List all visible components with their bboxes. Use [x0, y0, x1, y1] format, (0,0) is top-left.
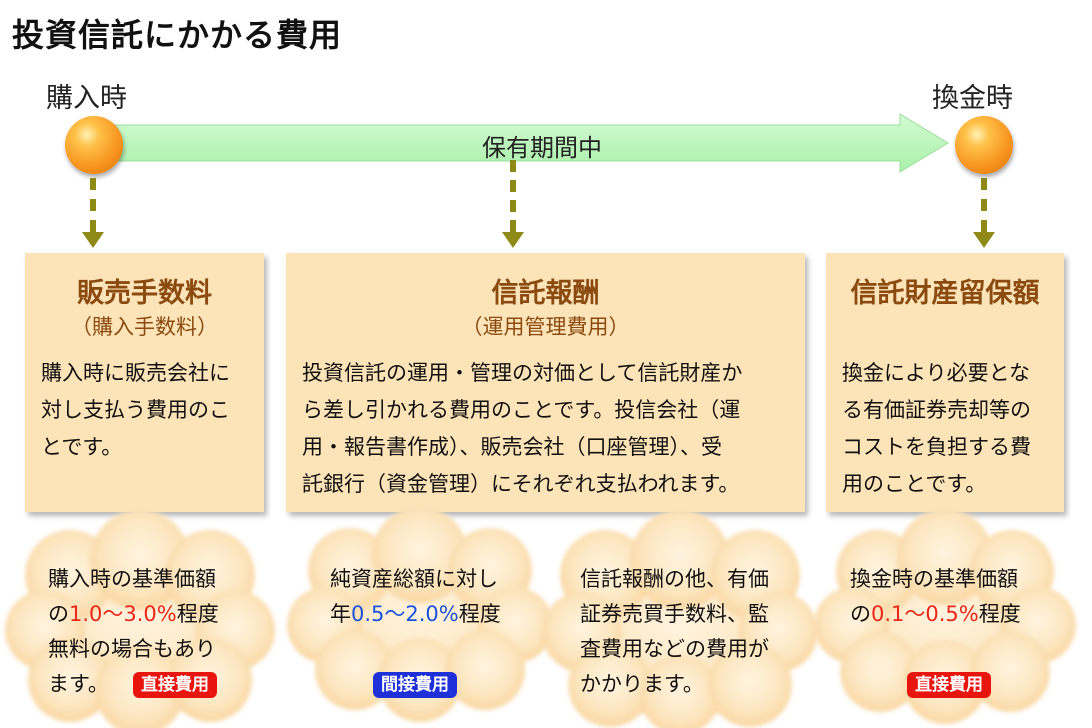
cloud-purchase — [5, 510, 275, 728]
cloud-text-suffix: 程度 — [458, 602, 501, 626]
arrow-down-icon — [973, 232, 995, 248]
arrow-down-icon — [502, 232, 524, 248]
cloud-other — [542, 510, 818, 728]
cloud-line: の0.1〜0.5%程度 — [850, 597, 1050, 632]
direct-cost-badge: 直接費用 — [133, 672, 217, 698]
cloud-line: の1.0〜3.0%程度 — [48, 597, 248, 632]
trust-fee-subtitle: （運用管理費用） — [461, 315, 630, 339]
sales-fee-line: 対し支払う費用のこ — [41, 398, 230, 422]
cloud-text-prefix: 年 — [330, 602, 351, 626]
cloud-line: 換金時の基準価額 — [850, 567, 1018, 591]
page-title: 投資信託にかかる費用 — [12, 16, 343, 54]
dashed-connector-trust — [510, 160, 516, 232]
sales-fee-description: 購入時に販売会社に 対し支払う費用のこ とです。 — [41, 355, 256, 466]
retention-title: 信託財産留保額 — [850, 278, 1040, 309]
cloud-line: 購入時の基準価額 — [48, 567, 216, 591]
cloud-redemption-text: 換金時の基準価額 の0.1〜0.5%程度 — [850, 562, 1050, 632]
cloud-text-prefix: の — [850, 602, 871, 626]
retention-box: 信託財産留保額 換金により必要とな る有価証券売却等の コストを負担する費 用の… — [826, 253, 1064, 512]
sales-fee-line: とです。 — [41, 435, 123, 459]
phase-label-redemption: 換金時 — [932, 83, 1013, 114]
cloud-trust — [287, 507, 553, 722]
arrow-down-icon — [82, 232, 104, 248]
dashed-connector-retention — [981, 178, 987, 232]
cloud-text-suffix: 程度 — [176, 602, 219, 626]
trust-fee-line: 投資信託の運用・管理の対価として信託財産か — [302, 361, 743, 385]
cloud-line: ます。 — [48, 672, 109, 696]
cloud-line: 証券売買手数料、監 — [580, 602, 769, 626]
trust-fee-line: 託銀行（資金管理）にそれぞれ支払われます。 — [302, 472, 740, 496]
fee-range-red: 1.0〜3.0% — [69, 602, 177, 626]
redemption-point-circle — [955, 116, 1013, 174]
sales-fee-line: 購入時に販売会社に — [41, 361, 230, 385]
retention-description: 換金により必要とな る有価証券売却等の コストを負担する費 用のことです。 — [842, 355, 1057, 503]
trust-fee-line: 用・報告書作成）、販売会社（口座管理）、受 — [302, 435, 722, 459]
trust-fee-line: ら差し引かれる費用のことです。投信会社（運 — [302, 398, 741, 422]
cloud-line: 信託報酬の他、有価 — [580, 567, 769, 591]
dashed-connector-sales — [90, 178, 96, 232]
cloud-text-suffix: 程度 — [978, 602, 1021, 626]
cloud-line: 査費用などの費用が — [580, 637, 769, 661]
retention-line: 換金により必要とな — [842, 361, 1030, 385]
trust-fee-description: 投資信託の運用・管理の対価として信託財産か ら差し引かれる費用のことです。投信会… — [302, 355, 797, 503]
cloud-text-prefix: の — [48, 602, 69, 626]
purchase-point-circle — [65, 116, 123, 174]
cloud-purchase-text: 購入時の基準価額 の1.0〜3.0%程度 無料の場合もあり ます。 — [48, 562, 248, 702]
holding-period-arrow — [79, 113, 949, 173]
trust-fee-title: 信託報酬 — [491, 278, 600, 309]
indirect-cost-badge: 間接費用 — [373, 672, 457, 698]
cloud-other-text: 信託報酬の他、有価 証券売買手数料、監 査費用などの費用が かかります。 — [580, 562, 790, 702]
cloud-line: かかります。 — [580, 672, 704, 696]
fee-range-red: 0.1〜0.5% — [871, 602, 979, 626]
holding-period-label: 保有期間中 — [482, 134, 602, 162]
fee-range-blue: 0.5〜2.0% — [351, 602, 459, 626]
cloud-line: 年0.5〜2.0%程度 — [330, 597, 530, 632]
trust-fee-box: 信託報酬 （運用管理費用） 投資信託の運用・管理の対価として信託財産か ら差し引… — [286, 253, 805, 512]
retention-line: コストを負担する費 — [842, 435, 1031, 459]
retention-line: 用のことです。 — [842, 472, 987, 496]
sales-fee-title: 販売手数料 — [77, 278, 212, 309]
cloud-redemption — [814, 509, 1076, 724]
cloud-line: 無料の場合もあり — [48, 637, 216, 661]
cloud-trust-text: 純資産総額に対し 年0.5〜2.0%程度 — [330, 562, 530, 632]
sales-fee-box: 販売手数料 （購入手数料） 購入時に販売会社に 対し支払う費用のこ とです。 — [25, 253, 264, 512]
retention-line: る有価証券売却等の — [842, 398, 1031, 422]
phase-label-purchase: 購入時 — [46, 83, 127, 114]
sales-fee-subtitle: （購入手数料） — [71, 315, 218, 339]
direct-cost-badge: 直接費用 — [907, 672, 991, 698]
cloud-line: 純資産総額に対し — [330, 567, 498, 591]
